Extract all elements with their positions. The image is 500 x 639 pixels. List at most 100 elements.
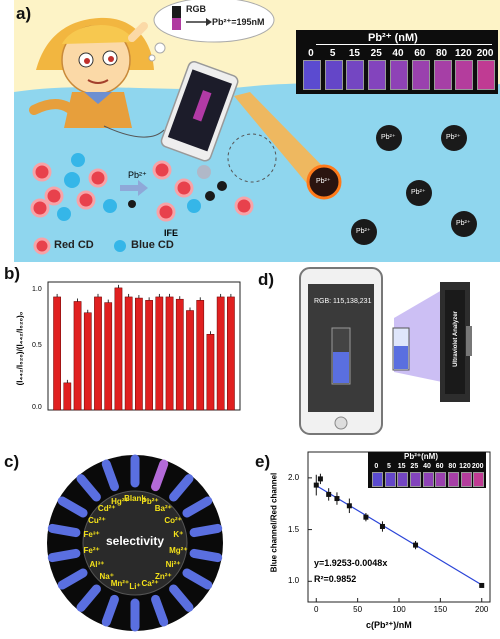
panel-label-a: a) [16, 4, 32, 23]
vial-conc-label: 80 [448, 463, 457, 470]
vial [368, 60, 387, 90]
vial-conc-label: 5 [329, 48, 336, 59]
vial-conc-label: 40 [423, 463, 431, 470]
vial-conc-label: 25 [370, 48, 382, 59]
pb-ion [376, 125, 402, 151]
vial [371, 472, 383, 487]
vial-conc-label: 200 [476, 48, 494, 59]
vial [433, 60, 452, 90]
bar [94, 296, 102, 411]
wheel-vial [47, 523, 81, 538]
wheel-vial [189, 548, 223, 563]
bar-chart [47, 281, 241, 411]
ife-label: IFE [164, 228, 179, 238]
panel-label-c: c) [4, 452, 20, 471]
pb-ion [351, 219, 377, 245]
wheel-ion-label: Blank [124, 494, 146, 503]
data-point [479, 582, 485, 588]
cartoon-character [29, 17, 165, 138]
blue-cd-legend-dot [114, 240, 126, 252]
scatter-ylabel: Blue channel/Red channel [269, 472, 279, 573]
bubble-result-label: Pb²⁺=195nM [212, 17, 265, 27]
wheel-ion-label: Mg²⁺ [169, 545, 188, 555]
wheel-vial [151, 459, 169, 492]
y-tick-label: 2.0 [288, 472, 300, 482]
data-point [363, 514, 369, 520]
panel-label-d: d) [258, 270, 275, 289]
wheel-vial [101, 459, 119, 492]
data-point [313, 482, 319, 488]
wheel-ion-label: Hg²⁺ [111, 496, 129, 506]
bar [155, 296, 164, 411]
light-beam [234, 92, 336, 192]
x-tick-label: 100 [392, 605, 406, 614]
wheel-ion-label: Al³⁺ [89, 560, 105, 569]
wheel-ion-label: Ni²⁺ [165, 560, 181, 569]
vial-conc-label: 0 [374, 463, 379, 470]
vial-conc-label: 15 [397, 463, 406, 470]
wheel-vial [182, 568, 213, 590]
wheel-vial [57, 568, 88, 590]
strip-title: Pb²⁺ (nM) [368, 32, 418, 44]
water-area [14, 83, 500, 262]
bar [135, 297, 143, 411]
wheel-ion-label: Cu²⁺ [88, 516, 106, 525]
pb-ion [406, 180, 432, 206]
cd-mixture-left [30, 153, 117, 221]
bar [196, 300, 205, 411]
phone-rgb-text: RGB: 115,138,231 [314, 298, 372, 305]
pb-ion-label: Pb²⁺ [316, 178, 331, 185]
wheel-vial [57, 496, 88, 518]
pb-ion-label: Pb²⁺ [411, 189, 426, 196]
bar [124, 296, 133, 411]
vial-conc-label: 60 [435, 463, 444, 470]
phone-analyzer-illustration [299, 267, 472, 435]
bar [104, 302, 113, 411]
strip-arrow [316, 44, 492, 45]
vial [435, 472, 447, 487]
pb-ion-label: Pb²⁺ [456, 220, 471, 227]
x-tick-label: 50 [353, 605, 363, 614]
data-point [413, 542, 419, 548]
wheel-vial [169, 474, 194, 502]
vial-conc-label: 120 [454, 48, 472, 59]
legend-red-cd: Red CD [54, 239, 94, 251]
wheel-vial [101, 594, 119, 627]
panel-b: (I₄₄₂/I₆₂₀)/(I₄₄₂/I₆₂₀)₀ 0.0 0.5 1.0 [0, 270, 250, 440]
panel-d: RGB: 115,138,231 Ultraviolet Analyzer [290, 262, 500, 442]
pb-ion-label: Pb²⁺ [446, 134, 461, 141]
vial-conc-label: 120 [459, 463, 471, 470]
wheel-vial [76, 584, 101, 612]
panel-label-e: e) [255, 452, 271, 471]
vial [460, 472, 472, 487]
scatter-xlabel: c(Pb²⁺)/nM [366, 620, 412, 630]
wheel-ion-label: Fe²⁺ [83, 545, 100, 555]
phone-home-button [334, 416, 348, 430]
pb-ion [451, 211, 477, 237]
bar [165, 296, 174, 411]
vial [477, 60, 496, 90]
wheel-ion-label: K⁺ [173, 530, 184, 540]
vial [447, 472, 459, 487]
vial-conc-label: 15 [348, 48, 360, 59]
vial [411, 60, 430, 90]
pb-ion-label: Pb²⁺ [381, 134, 396, 141]
inset-title: Pb²⁺(nM) [404, 452, 438, 461]
bar [227, 296, 235, 411]
vial-conc-label: 40 [392, 48, 404, 59]
fit-equation: y=1.9253-0.0048x [314, 558, 388, 568]
vial [302, 60, 321, 90]
vial [422, 472, 434, 487]
data-point [317, 476, 323, 482]
wheel-ion-label: Li⁺ [129, 582, 141, 591]
x-tick-label: 150 [433, 605, 448, 614]
wheel-vial [76, 474, 101, 502]
vial [324, 60, 343, 90]
selectivity-wheel [47, 454, 223, 632]
bar [83, 312, 92, 411]
